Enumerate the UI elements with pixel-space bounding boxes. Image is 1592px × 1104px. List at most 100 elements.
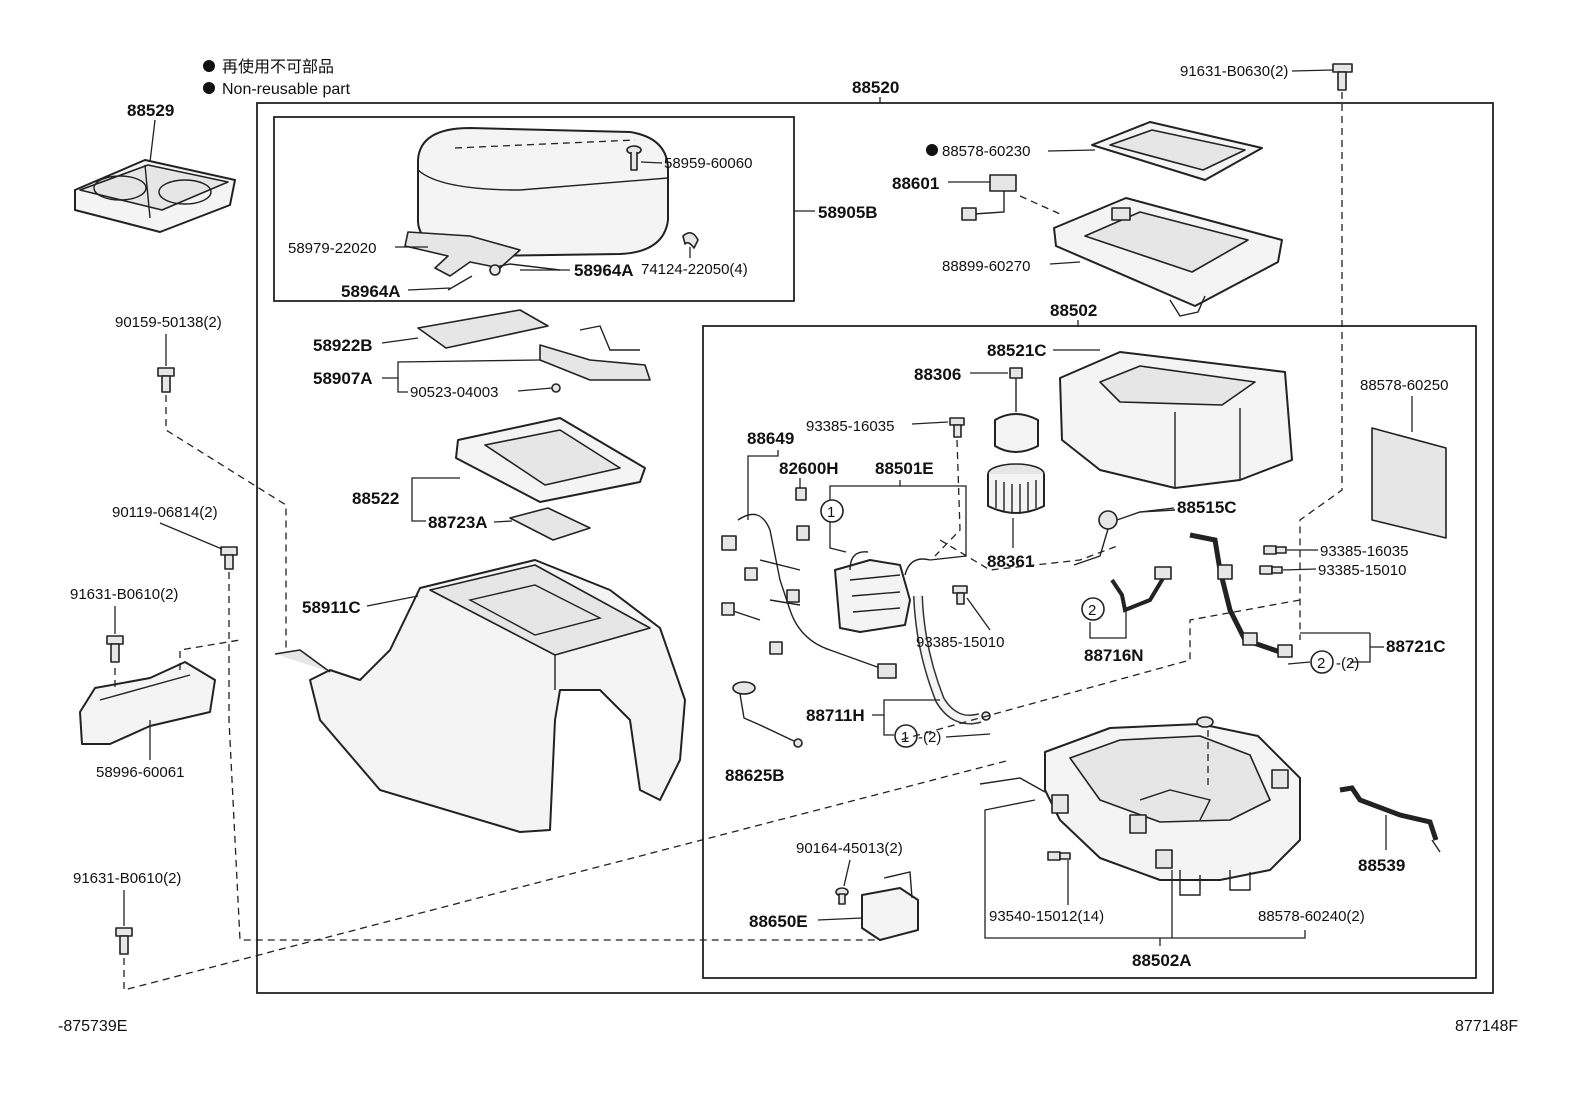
label-88578-60250: 88578-60250 — [1360, 377, 1448, 394]
pipe-88716n — [1110, 566, 1172, 613]
cover-58922b — [417, 309, 549, 349]
label-88721c: 88721C — [1386, 637, 1446, 656]
label-58905b: 58905B — [818, 203, 878, 222]
label-82600h: 82600H — [779, 459, 839, 478]
sensor-88625b — [732, 681, 803, 748]
hose-88711h — [913, 595, 991, 725]
label-58964a-right: 58964A — [574, 261, 634, 280]
label-88515c: 88515C — [1177, 498, 1237, 517]
screw-icon — [1263, 545, 1287, 555]
lid-frame-88899 — [1053, 197, 1283, 317]
label-88529: 88529 — [127, 101, 174, 120]
label-90164-45013: 90164-45013(2) — [796, 840, 903, 857]
bolt-icon — [106, 635, 124, 663]
label-88716n: 88716N — [1084, 646, 1144, 665]
label-88601: 88601 — [892, 174, 939, 193]
clip-74124 — [682, 232, 699, 249]
callout-2-icon — [1081, 597, 1105, 621]
screw-icon — [1259, 565, 1283, 575]
switch-88601 — [961, 174, 1017, 221]
label-88306: 88306 — [914, 365, 961, 384]
cover-88521c — [1059, 351, 1293, 489]
harness-88649 — [721, 513, 897, 679]
label-88625b: 88625B — [725, 766, 785, 785]
tray-88522 — [455, 417, 646, 503]
label-91631-b0610-a: 91631-B0610(2) — [70, 586, 178, 603]
label-58979-22020: 58979-22020 — [288, 240, 376, 257]
callout-1-icon — [820, 499, 844, 523]
cup-holder-tray-88529 — [74, 159, 236, 233]
footer-code-left: -875739E — [58, 1018, 127, 1035]
bracket-58996 — [79, 639, 241, 745]
lid-seal-88578 — [1091, 121, 1263, 181]
screw-icon — [952, 585, 968, 605]
label-88711h: 88711H — [806, 706, 865, 725]
drain-hose-88539 — [1339, 785, 1441, 853]
non-reusable-dot-icon — [203, 60, 215, 72]
non-reusable-dot-icon — [926, 144, 938, 156]
label-93385-16035-right: 93385-16035 — [1320, 543, 1408, 560]
label-88521c: 88521C — [987, 341, 1047, 360]
label-88650e: 88650E — [749, 912, 808, 931]
callout-1-top: 1 — [827, 504, 835, 521]
label-58907a: 58907A — [313, 369, 373, 388]
legend-note-jp: 再使用不可部品 — [222, 58, 334, 76]
label-88502: 88502 — [1050, 301, 1097, 320]
label-58996-60061: 58996-60061 — [96, 764, 184, 781]
callout-2-b: 2 — [1317, 655, 1325, 672]
label-93385-16035-top: 93385-16035 — [806, 418, 894, 435]
evaporator-88501e — [834, 551, 931, 633]
label-88361: 88361 — [987, 552, 1034, 571]
callout-1-bottom-qty: -(2) — [918, 729, 941, 746]
label-93385-15010-right: 93385-15010 — [1318, 562, 1406, 579]
label-90119-06814: 90119-06814(2) — [112, 504, 218, 521]
callout-2-a: 2 — [1088, 602, 1096, 619]
non-reusable-dot-icon — [203, 82, 215, 94]
label-88899-60270: 88899-60270 — [942, 258, 1030, 275]
latch-58907a — [539, 325, 651, 393]
bolt-icon — [115, 927, 133, 955]
label-58959-60060: 58959-60060 — [664, 155, 752, 172]
motor-88306 — [994, 367, 1039, 453]
footer-code-right: 877148F — [1455, 1018, 1518, 1035]
cooler-subframe-88502 — [702, 325, 1477, 979]
fan-88361 — [987, 463, 1045, 514]
label-88649: 88649 — [747, 429, 794, 448]
label-88520: 88520 — [852, 78, 899, 97]
bolt-icon — [1332, 63, 1353, 91]
legend-note-en: Non-reusable part — [222, 81, 351, 98]
bolt-icon — [220, 546, 238, 570]
callout-1-icon — [894, 724, 918, 748]
valve-88515c — [1073, 509, 1176, 566]
label-58964a-left: 58964A — [341, 282, 401, 301]
label-93540-15012: 93540-15012(14) — [989, 908, 1104, 925]
pin-58964a — [489, 263, 561, 276]
label-88501e: 88501E — [875, 459, 934, 478]
screw-icon — [626, 145, 642, 171]
callout-1-bottom: 1 — [901, 729, 909, 746]
screw-icon — [949, 417, 965, 438]
armrest-subframe-58905b — [273, 116, 795, 302]
label-90159-50138: 90159-50138(2) — [115, 314, 222, 331]
pipe-88721c — [1189, 532, 1293, 658]
label-88723a: 88723A — [428, 513, 488, 532]
label-88502a: 88502A — [1132, 951, 1192, 970]
label-91631-b0610-b: 91631-B0610(2) — [73, 870, 181, 887]
sheet-88578-60250 — [1371, 427, 1447, 539]
screw-icon — [157, 367, 175, 393]
controller-88650e — [861, 871, 919, 941]
label-58911c: 58911C — [302, 598, 361, 617]
label-90523-04003: 90523-04003 — [410, 384, 498, 401]
label-88578-60230: 88578-60230 — [942, 143, 1030, 160]
label-88539: 88539 — [1358, 856, 1405, 875]
label-74124-22050: 74124-22050(4) — [641, 261, 748, 278]
screw-icon — [1047, 851, 1071, 861]
fuse-82600h — [795, 487, 807, 501]
label-93385-15010-center: 93385-15010 — [916, 634, 1004, 651]
label-88522: 88522 — [352, 489, 399, 508]
console-box-58911c — [274, 559, 686, 833]
label-58922b: 58922B — [313, 336, 373, 355]
callout-2-icon — [1310, 650, 1334, 674]
